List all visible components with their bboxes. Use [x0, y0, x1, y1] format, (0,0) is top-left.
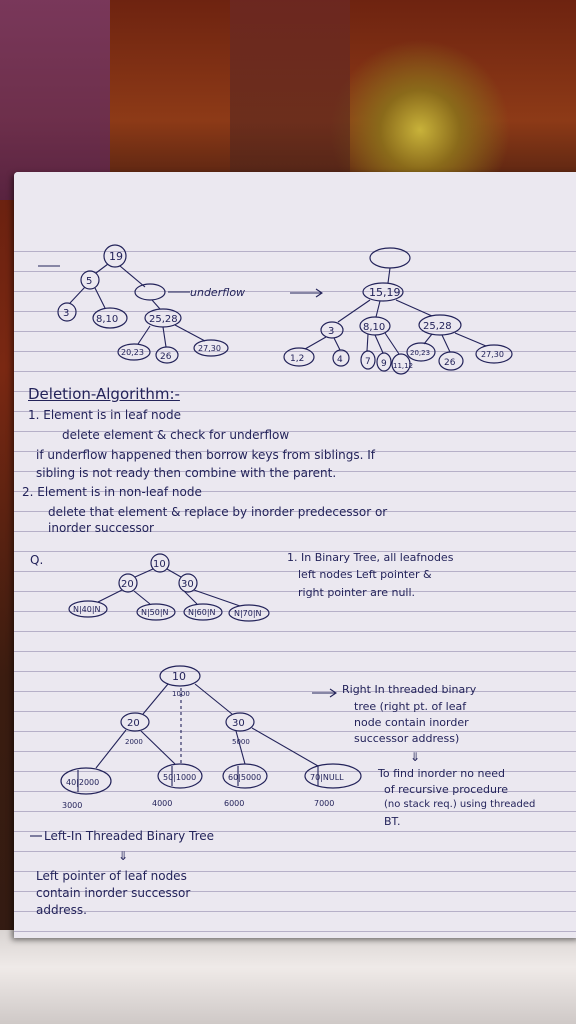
- notes-line-4: sibling is not ready then combine with t…: [36, 466, 337, 480]
- q-tree-root: 10: [153, 559, 166, 570]
- threaded-leaf-70: 70|NULL: [310, 773, 344, 782]
- question-note-2: left nodes Left pointer &: [298, 568, 432, 581]
- right-tree-node-25-28: 25,28: [423, 321, 452, 332]
- threaded-right: 30: [232, 718, 245, 729]
- underflow-label: underflow: [190, 286, 245, 299]
- threaded-note-2: tree (right pt. of leaf: [354, 700, 467, 713]
- threaded-left-addr: 2000: [125, 738, 143, 746]
- question-note-1: 1. In Binary Tree, all leafnodes: [287, 551, 454, 564]
- q-tree-leaf-50: N|50|N: [141, 608, 169, 617]
- left-tree-node-8-10: 8,10: [96, 314, 118, 325]
- threaded-note-1: Right In threaded binary: [342, 683, 477, 696]
- q-tree-left: 20: [121, 579, 134, 590]
- right-tree-node-11-12: 11,12: [393, 362, 413, 370]
- threaded-right-addr: 5000: [232, 738, 250, 746]
- right-tree-node-7: 7: [365, 357, 371, 367]
- left-tree-node-25-28: 25,28: [149, 314, 178, 325]
- find-note-3: (no stack req.) using threaded: [384, 799, 536, 810]
- background-white-fabric: [0, 930, 576, 1024]
- right-tree-node-8-10: 8,10: [363, 322, 385, 333]
- left-threaded-line-1: Left pointer of leaf nodes: [36, 869, 187, 883]
- left-tree-root: 19: [109, 250, 123, 263]
- threaded-leaf-40-addr: 3000: [62, 801, 82, 810]
- right-tree-node-27-30: 27,30: [481, 350, 504, 359]
- deletion-heading: Deletion-Algorithm:-: [28, 385, 180, 403]
- threaded-leaf-40: 40|2000: [66, 778, 99, 787]
- threaded-leaf-60-addr: 6000: [224, 799, 244, 808]
- right-tree-node-26: 26: [444, 358, 456, 368]
- find-note-4: BT.: [384, 815, 401, 828]
- find-note-1: To find inorder no need: [378, 767, 505, 780]
- notes-line-5: 2. Element is in non-leaf node: [22, 485, 202, 499]
- threaded-leaf-70-addr: 7000: [314, 799, 334, 808]
- background-cloth-purple: [0, 0, 110, 200]
- right-tree-node-20-23: 20,23: [410, 349, 430, 357]
- notes-line-1: 1. Element is in leaf node: [28, 408, 181, 422]
- threaded-leaf-50: 50|1000: [163, 773, 196, 782]
- left-tree-node-3: 3: [63, 308, 69, 319]
- threaded-leaf-50-addr: 4000: [152, 799, 172, 808]
- q-tree-leaf-60: N|60|N: [188, 608, 216, 617]
- threaded-arrow-down: ⇓: [410, 750, 421, 764]
- left-threaded-title: Left-In Threaded Binary Tree: [44, 829, 215, 843]
- notebook-page: [14, 172, 576, 938]
- left-tree-node-5: 5: [86, 276, 92, 287]
- right-tree-node-4: 4: [337, 355, 343, 365]
- left-tree-node-27-30: 27,30: [198, 344, 221, 353]
- threaded-left: 20: [127, 718, 140, 729]
- q-tree-leaf-40: N|40|N: [73, 605, 101, 614]
- question-label: Q.: [30, 553, 44, 567]
- left-tree-node-20-23: 20,23: [121, 348, 144, 357]
- background-cloth-shade: [230, 0, 350, 200]
- right-tree-root: 15,19: [369, 286, 401, 299]
- find-note-2: of recursive procedure: [384, 783, 509, 796]
- threaded-leaf-60: 60|5000: [228, 773, 261, 782]
- notes-line-3: if underflow happened then borrow keys f…: [36, 448, 376, 462]
- q-tree-right: 30: [181, 579, 194, 590]
- q-tree-leaf-70: N|70|N: [234, 609, 262, 618]
- left-threaded-line-3: address.: [36, 903, 87, 917]
- notes-line-7: inorder successor: [48, 521, 154, 535]
- threaded-note-4: successor address): [354, 732, 460, 745]
- right-tree-node-3: 3: [328, 326, 334, 337]
- left-threaded-line-2: contain inorder successor: [36, 886, 191, 900]
- left-threaded-arrow: ⇓: [118, 849, 129, 863]
- notes-line-2: delete element & check for underflow: [62, 428, 290, 442]
- right-tree-node-9: 9: [381, 359, 387, 369]
- right-tree-node-1-2: 1,2: [290, 354, 304, 364]
- question-note-3: right pointer are null.: [298, 586, 416, 599]
- notebook-page-top-margin: [14, 172, 576, 232]
- notes-line-6: delete that element & replace by inorder…: [48, 505, 388, 519]
- threaded-note-3: node contain inorder: [354, 716, 469, 729]
- threaded-root: 10: [172, 670, 186, 683]
- threaded-root-addr: 1000: [172, 690, 190, 698]
- left-tree-node-26: 26: [160, 352, 172, 362]
